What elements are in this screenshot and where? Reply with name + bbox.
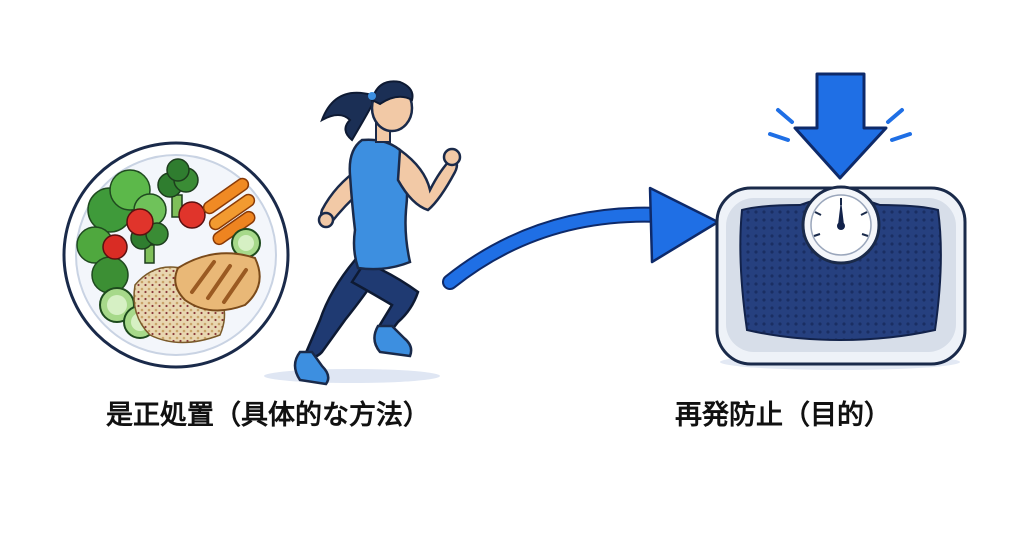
broccoli [130, 158, 199, 264]
tomatoes [102, 201, 206, 260]
corrective-action-label: 是正処置（具体的な方法） [106, 400, 430, 431]
running-woman-icon [264, 80, 462, 386]
down-arrow-icon [768, 72, 912, 180]
bathroom-scale-icon [715, 185, 967, 370]
curved-arrow-icon [442, 186, 720, 290]
greens [76, 169, 167, 294]
recurrence-prevention-label: 再発防止（目的） [675, 400, 891, 431]
grilled-chicken [174, 252, 261, 312]
healthy-plate-icon [62, 141, 290, 369]
scale-dial [801, 185, 881, 265]
carrots [202, 177, 256, 246]
